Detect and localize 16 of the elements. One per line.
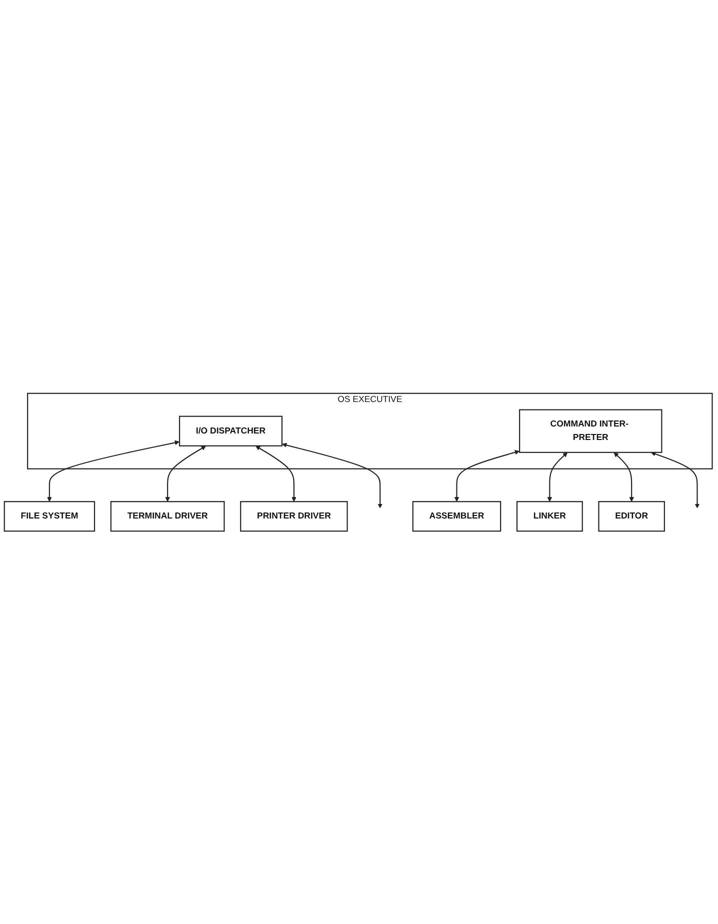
node-box: I/O DISPATCHER (178, 416, 283, 446)
arrow (454, 450, 520, 502)
arrow (547, 452, 568, 502)
arrow (165, 446, 206, 502)
arrow (255, 446, 296, 502)
node-box: TERMINAL DRIVER (110, 500, 225, 532)
node-box: COMMAND INTER- PRETER (519, 408, 662, 453)
node-box: PRINTER DRIVER (240, 500, 348, 532)
node-box: FILE SYSTEM (4, 500, 96, 532)
arrow (47, 440, 180, 502)
node-box: LINKER (516, 500, 583, 532)
arrow (614, 452, 634, 502)
arrow (282, 442, 382, 508)
arrow (650, 451, 700, 508)
node-box: ASSEMBLER (412, 500, 502, 532)
node-box: EDITOR (598, 500, 665, 532)
